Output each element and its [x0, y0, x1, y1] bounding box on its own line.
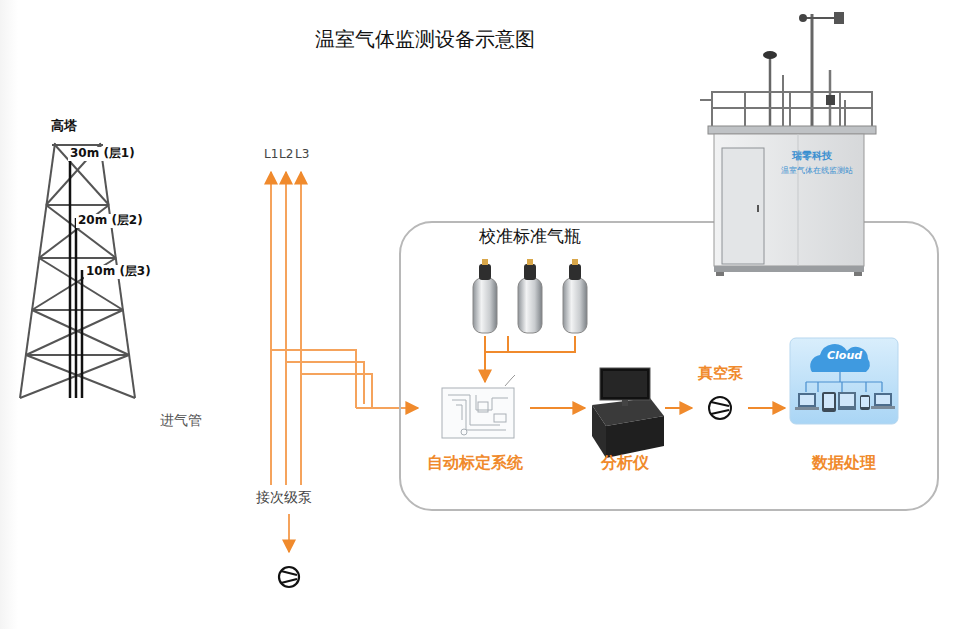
text-label: L2	[279, 148, 293, 162]
diagram-title: 温室气体监测设备示意图	[315, 28, 535, 51]
node-caption: 数据处理	[812, 453, 876, 472]
calibration-system-icon	[442, 375, 515, 438]
text-label: 10m (层3)	[84, 265, 153, 279]
text-label: 20m (层2)	[76, 214, 145, 228]
node-caption: 分析仪	[601, 453, 649, 472]
text-label: Cloud	[827, 350, 862, 363]
node-caption: 真空泵	[698, 364, 743, 382]
flow-arrow	[530, 407, 585, 409]
flow-arrow	[665, 407, 692, 409]
gas-bottles	[473, 259, 587, 352]
process-node: 分析仪	[585, 362, 665, 474]
monitoring-shelter	[700, 12, 876, 276]
text-label: 瑞零科技	[792, 150, 832, 162]
text-label: 温室气体在线监测站	[781, 166, 853, 175]
text-label: 接次级泵	[254, 489, 314, 505]
flow-arrow	[748, 407, 785, 409]
intake-tubes	[70, 150, 82, 398]
flow-arrow	[485, 336, 508, 382]
process-node: 校准标准气瓶	[452, 224, 608, 336]
text-label: 30m (层1)	[68, 147, 137, 161]
text-label: 进气管	[160, 412, 202, 428]
node-caption: 自动标定系统	[427, 453, 523, 472]
node-caption: 校准标准气瓶	[479, 226, 581, 246]
text-label: L1	[264, 148, 278, 162]
process-node: 真空泵	[692, 362, 748, 424]
cloud-network-icon	[790, 338, 898, 424]
process-node: 自动标定系统	[420, 382, 530, 474]
analyzer-icon	[592, 368, 664, 458]
text-label: 高塔	[51, 119, 77, 134]
secondary-pump	[279, 567, 299, 587]
text-label: L3	[295, 148, 309, 162]
vacuum-pump-symbol	[709, 397, 731, 419]
